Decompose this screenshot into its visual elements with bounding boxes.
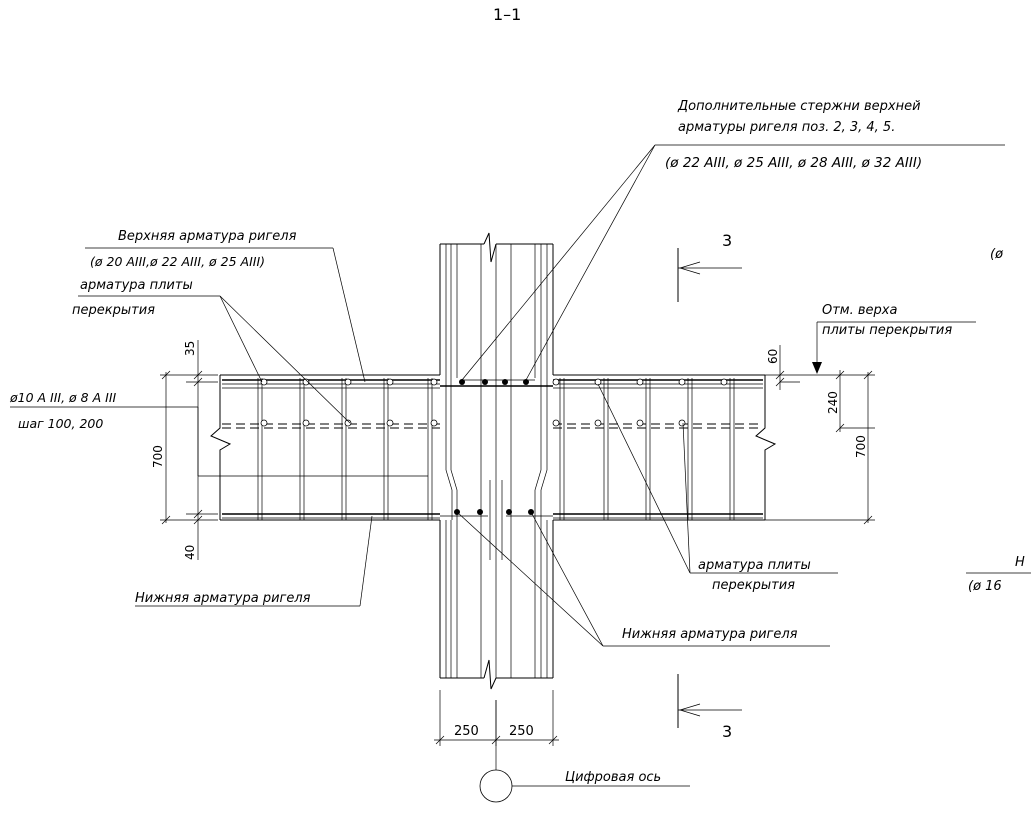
extra-bars-label-line1: Дополнительные стержни верхней — [677, 99, 921, 114]
dim-column-half-right: 250 — [509, 724, 534, 739]
top-rebar-label: Верхняя арматура ригеля — [118, 229, 297, 244]
slab-rebar-right-line1: арматура плиты — [698, 558, 811, 573]
slab-rebar-left-line2: перекрытия — [72, 303, 155, 318]
dim-slab-thickness: 240 — [826, 391, 840, 414]
dim-beam-height-left: 700 — [151, 445, 165, 468]
slab-rebar-left-line1: арматура плиты — [80, 278, 193, 293]
slab-rebar-right-line2: перекрытия — [712, 578, 795, 593]
dimension-values: 35 700 40 60 240 700 250 250 — [151, 341, 868, 739]
bottom-rebar-left-label: Нижняя арматура ригеля — [135, 591, 311, 606]
dimension-lines — [160, 340, 1031, 746]
beam-right — [552, 374, 777, 521]
beam-left — [210, 374, 440, 521]
dim-slab-offset: 60 — [766, 349, 780, 364]
extra-bars-diameters: (ø 22 AIII, ø 25 AIII, ø 28 AIII, ø 32 A… — [665, 155, 922, 171]
cut-label-top: 3 — [722, 231, 732, 250]
dim-column-half-left: 250 — [454, 724, 479, 739]
dim-bottom-cover: 40 — [183, 545, 197, 560]
annotations: Дополнительные стержни верхней арматуры … — [9, 99, 1025, 785]
edge-fragment-1: (ø — [990, 247, 1004, 262]
top-rebar-diameters: (ø 20 AIII,ø 22 AIII, ø 25 AIII) — [90, 254, 265, 269]
edge-fragment-3: (ø 16 — [968, 579, 1002, 594]
dim-top-cover: 35 — [183, 341, 197, 356]
dim-beam-height-right: 700 — [854, 435, 868, 458]
edge-fragment-2: Н — [1015, 555, 1025, 570]
bottom-rebar-right-label: Нижняя арматура ригеля — [622, 627, 798, 642]
slab-top-mark-line2: плиты перекрытия — [822, 323, 952, 338]
section-cut-marks — [677, 248, 742, 728]
cut-label-bottom: 3 — [722, 722, 732, 741]
slab-top-mark-line1: Отм. верха — [822, 303, 897, 318]
stirrups-label: ø10 A III, ø 8 A III — [9, 390, 117, 405]
column — [439, 232, 554, 690]
axis-label: Цифровая ось — [565, 770, 661, 785]
extra-bars-label-line2: арматуры ригеля поз. 2, 3, 4, 5. — [678, 120, 895, 135]
section-title: 1–1 — [493, 5, 521, 24]
stirrup-step-label: шаг 100, 200 — [18, 416, 103, 431]
